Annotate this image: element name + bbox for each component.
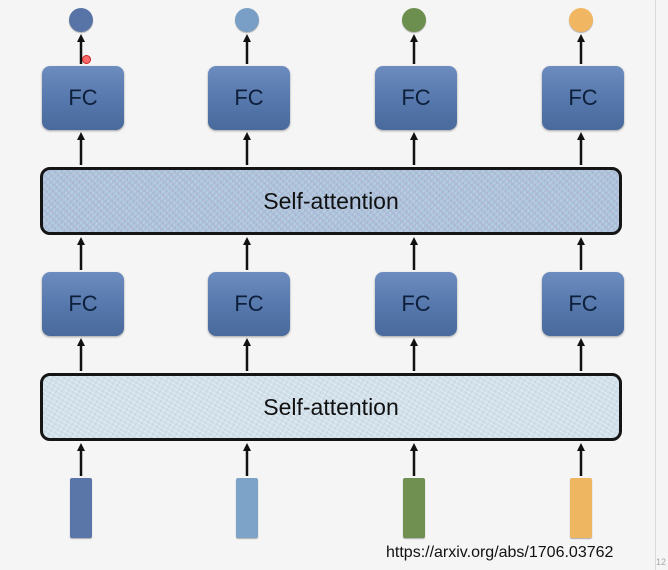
input-vector-2 [236, 478, 258, 538]
fc-label: FC [568, 85, 598, 110]
fc-layer-top-3: FC [375, 66, 457, 130]
fc-layer-bottom-3: FC [375, 272, 457, 336]
self-attention-label: Self-attention [263, 187, 399, 214]
input-vector-1 [70, 478, 92, 538]
output-dot-2 [235, 8, 259, 32]
pointer-cursor-icon [82, 55, 91, 64]
output-dot-3 [402, 8, 426, 32]
input-vector-3 [403, 478, 425, 538]
output-dot-1 [69, 8, 93, 32]
output-dot-4 [569, 8, 593, 32]
fc-layer-top-2: FC [208, 66, 290, 130]
fc-label: FC [234, 291, 264, 316]
fc-layer-bottom-4: FC [542, 272, 624, 336]
source-url[interactable]: https://arxiv.org/abs/1706.03762 [386, 544, 614, 561]
slide-edge-divider [655, 0, 656, 570]
fc-label: FC [401, 85, 431, 110]
fc-label: FC [68, 291, 98, 316]
self-attention-layer-top: Self-attention [40, 167, 622, 235]
fc-label: FC [68, 85, 98, 110]
self-attention-layer-bottom: Self-attention [40, 373, 622, 441]
fc-layer-top-1: FC [42, 66, 124, 130]
fc-label: FC [234, 85, 264, 110]
fc-layer-bottom-2: FC [208, 272, 290, 336]
fc-layer-bottom-1: FC [42, 272, 124, 336]
fc-label: FC [568, 291, 598, 316]
self-attention-label: Self-attention [263, 393, 399, 420]
fc-label: FC [401, 291, 431, 316]
input-vector-4 [570, 478, 592, 538]
fc-layer-top-4: FC [542, 66, 624, 130]
page-number: 12 [656, 557, 667, 567]
